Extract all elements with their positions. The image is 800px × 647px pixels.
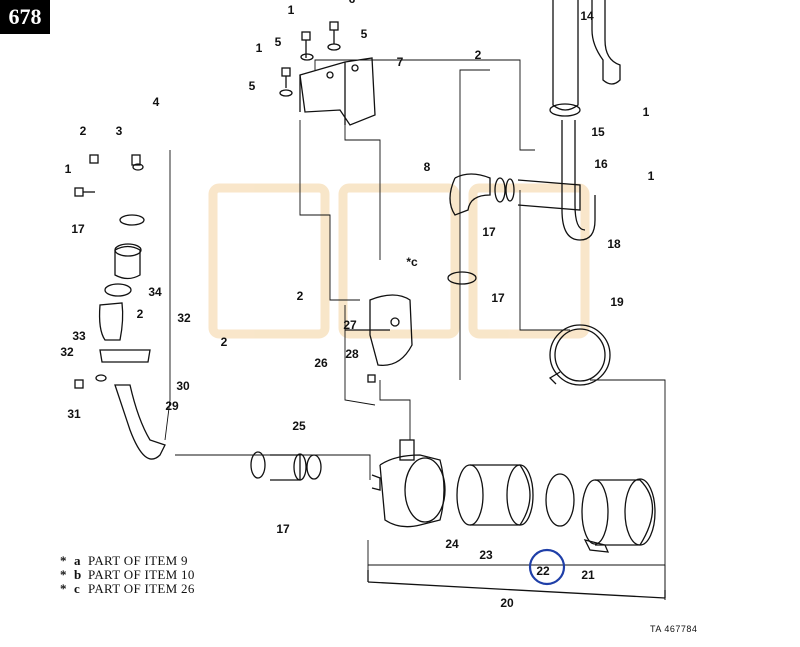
legend-letter: c [74,581,80,596]
legend-star: * [60,581,67,596]
callout-14: 14 [580,9,594,23]
callout-15: 15 [591,125,605,139]
callout-3: 3 [116,124,123,138]
callout-17: 17 [71,222,85,236]
legend-text: PART OF ITEM 9 [88,553,188,568]
callout-18: 18 [607,237,621,251]
legend-star: * [60,567,67,582]
callout-17: 17 [276,522,290,536]
assembly-bracket [367,570,666,599]
left-hose-assembly [74,154,166,460]
callout-20: 20 [500,596,514,610]
callout-2: 2 [475,48,482,62]
callout-22: 22 [536,564,550,578]
gasket-ring [545,473,575,527]
support-bracket [345,294,413,383]
callout-star-c: *c [406,255,418,269]
callout-32: 32 [60,345,74,359]
callout-6: 6 [349,0,356,6]
page-number: 678 [8,4,42,29]
legend-star: * [60,553,67,568]
figure-id: TA 467784 [650,624,698,634]
legend-row-b: * b PART OF ITEM 10 [60,567,195,582]
legend-letter: b [74,567,82,582]
hose-clamp [447,271,477,285]
callout-1: 1 [65,162,72,176]
callout-2: 2 [80,124,87,138]
callout-2: 2 [221,335,228,349]
callout-21: 21 [581,568,595,582]
callout-26: 26 [314,356,328,370]
mounting-bracket [299,57,376,126]
highlight-circle [528,548,566,586]
callout-5: 5 [249,79,256,93]
legend-letter: a [74,553,81,568]
callout-34: 34 [148,285,162,299]
dust-cup [581,478,656,553]
bolt-set-top [279,21,341,97]
callout-7: 7 [397,55,404,69]
callout-5: 5 [275,35,282,49]
filter-element [456,464,534,526]
clamp-ring [548,324,611,386]
vertical-tube [549,0,621,241]
callout-25: 25 [292,419,306,433]
legend-text: PART OF ITEM 10 [88,567,195,582]
callout-19: 19 [610,295,624,309]
callout-2: 2 [297,289,304,303]
watermark [208,183,590,339]
callout-29: 29 [165,399,179,413]
callout-1: 1 [288,3,295,17]
callout-23: 23 [479,548,493,562]
callout-30: 30 [176,379,190,393]
legend-text: PART OF ITEM 26 [88,581,195,596]
callout-33: 33 [72,329,86,343]
callout-8: 8 [424,160,431,174]
callout-2: 2 [137,307,144,321]
callout-1: 1 [256,41,263,55]
elbow-pipe [449,173,581,216]
callout-28: 28 [345,347,359,361]
callout-1: 1 [648,169,655,183]
legend: * a PART OF ITEM 9 * b PART OF ITEM 10 *… [60,553,195,596]
callout-24: 24 [445,537,459,551]
callout-1: 1 [643,105,650,119]
page-number-badge: 678 [0,0,50,34]
callout-labels: 16515751421151642318171181734*c171922726… [60,0,654,610]
callout-16: 16 [594,157,608,171]
leader-lines [164,59,666,600]
legend-row-c: * c PART OF ITEM 26 [60,581,195,596]
callout-31: 31 [67,407,81,421]
callout-17: 17 [491,291,505,305]
callout-27: 27 [343,318,357,332]
callout-17: 17 [482,225,496,239]
legend-row-a: * a PART OF ITEM 9 [60,553,195,568]
callout-5: 5 [361,27,368,41]
callout-4: 4 [153,95,160,109]
air-cleaner-housing [371,439,446,528]
callout-32: 32 [177,311,191,325]
coupling [250,451,322,481]
